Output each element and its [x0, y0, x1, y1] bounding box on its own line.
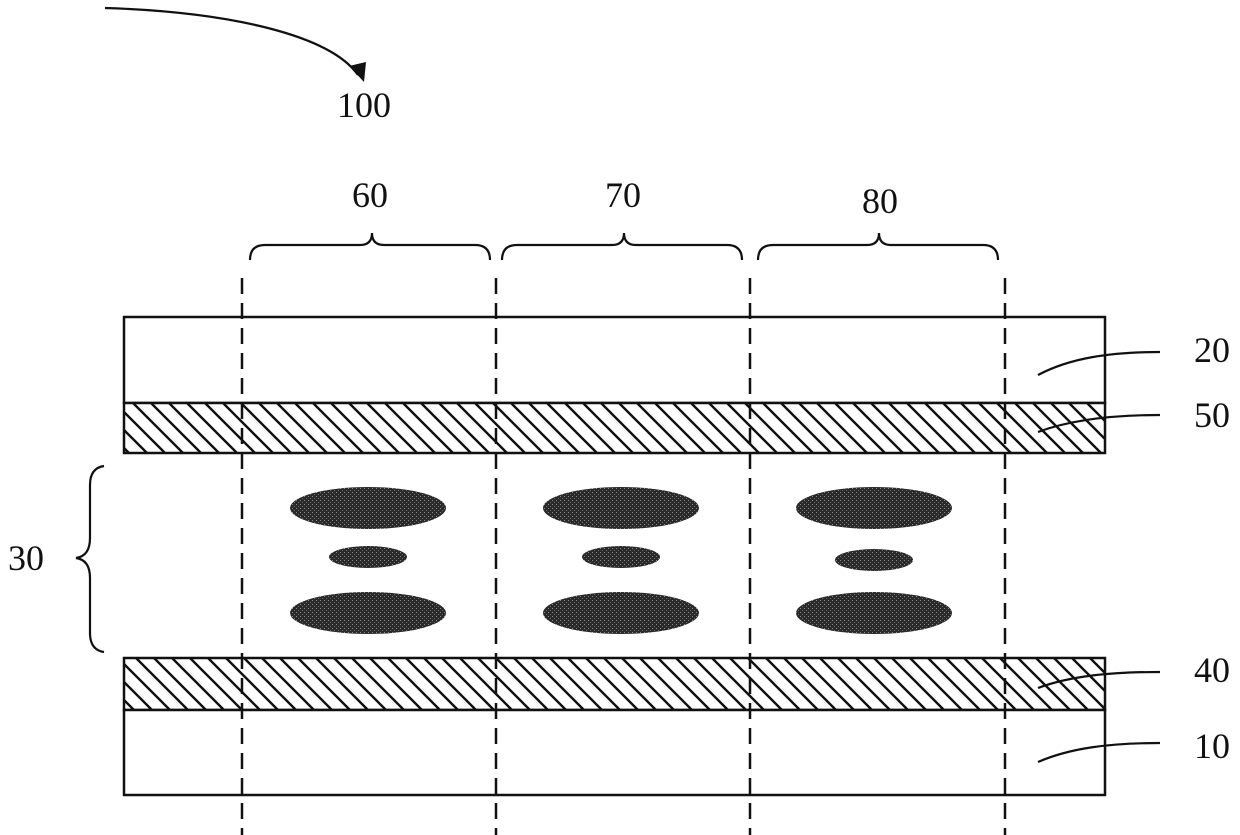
lower-substrate: [124, 710, 1105, 795]
lc-molecule: [582, 546, 660, 568]
upper-substrate-label: 20: [1194, 330, 1230, 370]
device-pointer-arrow: [105, 8, 358, 75]
lc-molecule: [543, 592, 699, 634]
lower-substrate-label: 10: [1194, 726, 1230, 766]
lower-alignment-layer-label: 40: [1194, 650, 1230, 690]
lc-molecule: [543, 487, 699, 529]
region-70-label: 70: [605, 175, 641, 215]
region-80-label: 80: [862, 181, 898, 221]
upper-alignment-layer-label: 50: [1194, 395, 1230, 435]
device-label: 100: [337, 85, 391, 125]
region-80-brace: [758, 233, 998, 260]
lc-molecule: [329, 546, 407, 568]
liquid-crystal-layer-label: 30: [8, 538, 44, 578]
upper-substrate: [124, 317, 1105, 403]
region-60-brace: [250, 233, 490, 260]
liquid-crystal-layer-brace: [76, 466, 104, 652]
lower-alignment-layer: [124, 658, 1105, 710]
region-70-brace: [502, 233, 742, 260]
upper-alignment-layer: [124, 403, 1105, 453]
lc-molecule: [290, 592, 446, 634]
lc-molecule: [796, 487, 952, 529]
lc-molecule: [796, 592, 952, 634]
region-60-label: 60: [352, 175, 388, 215]
device-pointer-arrowhead: [349, 62, 366, 82]
lc-molecule: [835, 549, 913, 571]
lc-molecule: [290, 487, 446, 529]
liquid-crystal-molecules: [290, 487, 952, 634]
